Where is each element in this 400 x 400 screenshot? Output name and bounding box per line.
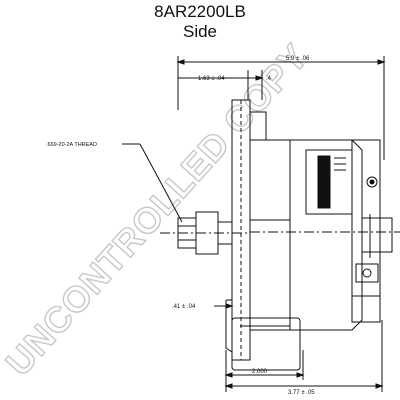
shaft-offset-label: .41 ± .04 (172, 304, 196, 310)
terminal-stud-upper (366, 176, 378, 188)
overall-length-label: 5.9 ± .06 (286, 56, 310, 62)
terminal-block (361, 217, 393, 253)
thread-callout: .669-20-2A THREAD (46, 142, 97, 148)
lower-mount-foot (231, 317, 301, 371)
uncontrolled-copy-watermark: UNCONTROLLED COPY (0, 36, 316, 384)
mount-width-label: 2.000 (252, 369, 268, 375)
view-label: Side (182, 22, 218, 41)
terminal-stud-lower (355, 263, 379, 283)
flange-to-shaft-label: 1.63 ± .04 (198, 76, 225, 82)
mount-to-rear-label: 3.77 ± .05 (288, 390, 315, 396)
model-number: 8AR2200LB (154, 2, 246, 21)
rear-end-housing (351, 139, 381, 323)
small-tick-label: .4 (266, 76, 272, 82)
